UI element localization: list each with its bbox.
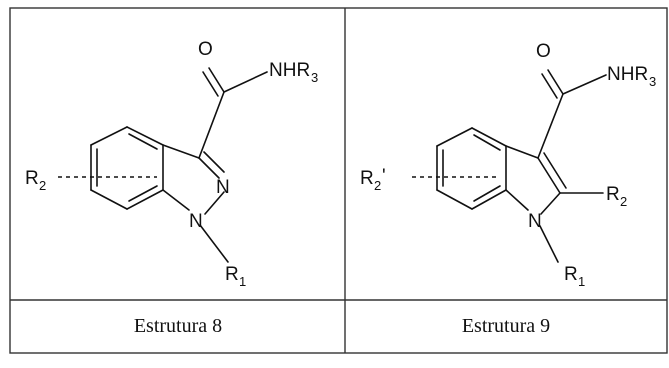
r2-prime-subscript: 2 [374, 178, 381, 193]
carbonyl-oxygen-label: O [536, 41, 551, 62]
r2-label: R [606, 184, 620, 205]
structure-8: O NHR 3 N N R 1 R 2 [25, 39, 318, 289]
r2-subscript: 2 [620, 194, 627, 209]
ring-nitrogen-2-label: N [216, 177, 230, 198]
amide-nhr-label: NHR [269, 60, 310, 81]
r1-subscript: 1 [578, 274, 585, 289]
r2-prime-label: R [360, 168, 374, 189]
r1-label: R [564, 264, 578, 285]
ring-nitrogen-1-label: N [189, 211, 203, 232]
amide-nhr-label: NHR [607, 64, 648, 85]
carbonyl-oxygen-label: O [198, 39, 213, 60]
amide-subscript: 3 [311, 70, 318, 85]
structure-8-bonds [58, 67, 268, 263]
r2-prime-mark: ' [382, 166, 386, 187]
r1-subscript: 1 [239, 274, 246, 289]
structure-9-bonds [412, 69, 607, 263]
amide-subscript: 3 [649, 74, 656, 89]
ring-nitrogen-1-label: N [528, 211, 542, 232]
r2-subscript: 2 [39, 178, 46, 193]
structure-9: O NHR 3 N R 1 R 2 R 2 ' [360, 41, 656, 289]
table-border [9, 7, 668, 354]
r2-label: R [25, 168, 39, 189]
caption-estrutura-9: Estrutura 9 [462, 315, 550, 337]
r1-label: R [225, 264, 239, 285]
caption-estrutura-8: Estrutura 8 [134, 315, 222, 337]
